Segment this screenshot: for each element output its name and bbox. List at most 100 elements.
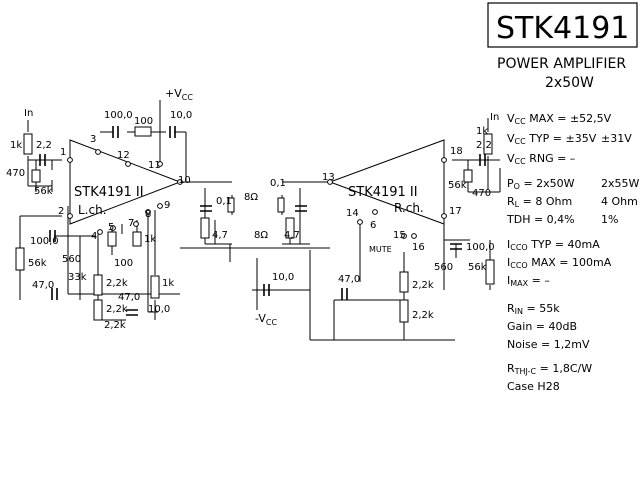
pin-1-marker <box>67 157 73 163</box>
cap-10-neg <box>263 284 270 296</box>
pin-label-9: 9 <box>164 200 170 211</box>
spec-value: = 1,2mV <box>541 338 590 351</box>
components <box>15 126 495 323</box>
spec-row: RL = 8 Ohm <box>507 195 572 209</box>
value-r1k-left2: 1k <box>162 278 174 289</box>
value-r100-mid: 100 <box>114 258 133 269</box>
cap-01-left <box>200 205 212 212</box>
title-model: STK4191 II <box>496 11 640 46</box>
spec-sub: CCO <box>510 261 527 270</box>
spec-suffix: TYP <box>526 132 553 145</box>
spec-sub: IN <box>515 307 523 316</box>
spec-row: RTHJ-C = 1,8C/W <box>507 362 592 376</box>
spec-name: V <box>507 152 515 165</box>
value-r56k-left2: 56k <box>28 258 47 269</box>
input-left-label: In <box>24 108 33 119</box>
pin-10-marker <box>177 179 183 185</box>
spec-name: P <box>507 177 514 190</box>
value-speaker-right: 8Ω <box>254 230 268 241</box>
value-r560-left: 560 <box>62 254 81 265</box>
value-r1k-left: 1k <box>144 234 156 245</box>
spec-name: V <box>507 112 515 125</box>
value-r33k-left: 33k <box>68 272 87 283</box>
value-r47-left: 4,7 <box>212 230 228 241</box>
value-r2k2-right2: 2,2k <box>412 310 434 321</box>
value-r2k2-left3: 2,2k <box>104 320 126 331</box>
spec-value: = ±35V <box>553 132 597 145</box>
value-r560-right: 560 <box>434 262 453 273</box>
spec-row: PO = 2x50W <box>507 177 575 191</box>
value-c470-left: 470 <box>6 168 25 179</box>
spec-name: I <box>507 238 510 251</box>
spec-value: = 40dB <box>536 320 577 333</box>
vcc-neg-label: -VCC <box>255 312 277 327</box>
spec-suffix: TYP <box>528 238 555 251</box>
value-c01-right: 0,1 <box>270 178 286 189</box>
spec-alt-value: 2x55W <box>601 177 640 190</box>
spec-row: VCC MAX = ±52,5V <box>507 112 612 126</box>
spec-row: RIN = 55k <box>507 302 560 316</box>
spec-name: R <box>507 302 515 315</box>
spec-value: = ±52,5V <box>557 112 611 125</box>
pin-12-marker <box>125 161 131 167</box>
spec-sub: CC <box>515 157 527 166</box>
input-right-label: In <box>490 112 499 123</box>
pin-markers <box>67 149 447 239</box>
spec-alt-value: ±31V <box>601 132 632 145</box>
cap-47-left <box>51 288 58 300</box>
pin-9-marker <box>157 203 163 209</box>
cap-47-right <box>341 288 348 300</box>
pin-5-marker <box>110 225 116 231</box>
value-c10-left2: 10,0 <box>148 304 170 315</box>
chip-right-name: STK4191 II <box>348 185 418 200</box>
spec-sub: THJ-C <box>514 367 537 376</box>
spec-suffix: MAX <box>528 256 560 269</box>
pin-label-8: 8 <box>145 209 151 220</box>
pin-label-2: 2 <box>58 206 64 217</box>
spec-value: H28 <box>537 380 559 393</box>
value-c100-top: 100,0 <box>104 110 133 121</box>
value-c100-right: 100,0 <box>466 242 495 253</box>
value-r2k2-left2: 2,2k <box>106 304 128 315</box>
spec-name: I <box>507 274 510 287</box>
resistor-r-in-left <box>23 133 33 155</box>
spec-row: ICCO TYP = 40mA <box>507 238 600 252</box>
spec-sub: MAX <box>510 279 528 288</box>
resistor-r-in-right <box>483 133 493 155</box>
spec-row: ICCO MAX = 100mA <box>507 256 612 270</box>
resistor-47-right <box>285 217 295 239</box>
value-c47-right: 47,0 <box>338 274 360 285</box>
resistor-100-mid <box>107 231 117 247</box>
value-r100-top: 100 <box>134 116 153 127</box>
spec-value: = 40mA <box>555 238 600 251</box>
value-speaker-left: 8Ω <box>244 192 258 203</box>
pin-7-marker <box>133 221 139 227</box>
chip-right-channel: R.ch. <box>394 201 424 215</box>
value-r56k-right: 56k <box>448 180 467 191</box>
pin-label-5: 5 <box>108 222 114 233</box>
pin-label-1: 1 <box>60 147 66 158</box>
pin-16-marker <box>411 233 417 239</box>
cap-100-left <box>49 230 56 242</box>
spec-name: Gain <box>507 320 532 333</box>
spec-value: = 2x50W <box>523 177 574 190</box>
cap-10-top <box>169 126 176 138</box>
pin-label-7: 7 <box>128 218 134 229</box>
right-chip-outline <box>328 139 445 225</box>
value-c10-neg: 10,0 <box>272 272 294 283</box>
speaker-left-icon <box>227 197 235 213</box>
resistor-2k2-right2 <box>399 299 409 323</box>
cap-2u2-left <box>39 154 46 166</box>
pin-label-11: 11 <box>148 160 161 171</box>
cap-2u2-right <box>479 154 486 166</box>
spec-row: Noise = 1,2mV <box>507 338 590 351</box>
pin-label-6: 6 <box>370 220 376 231</box>
title-block: STK4191 II POWER AMPLIFIER 2x50W <box>487 2 640 91</box>
title-subtitle: POWER AMPLIFIER <box>497 56 626 72</box>
value-r2k2-right1: 2,2k <box>412 280 434 291</box>
pin-label-18: 18 <box>450 146 463 157</box>
value-r56k-left: 56k <box>34 186 53 197</box>
spec-row: Gain = 40dB <box>507 320 577 333</box>
